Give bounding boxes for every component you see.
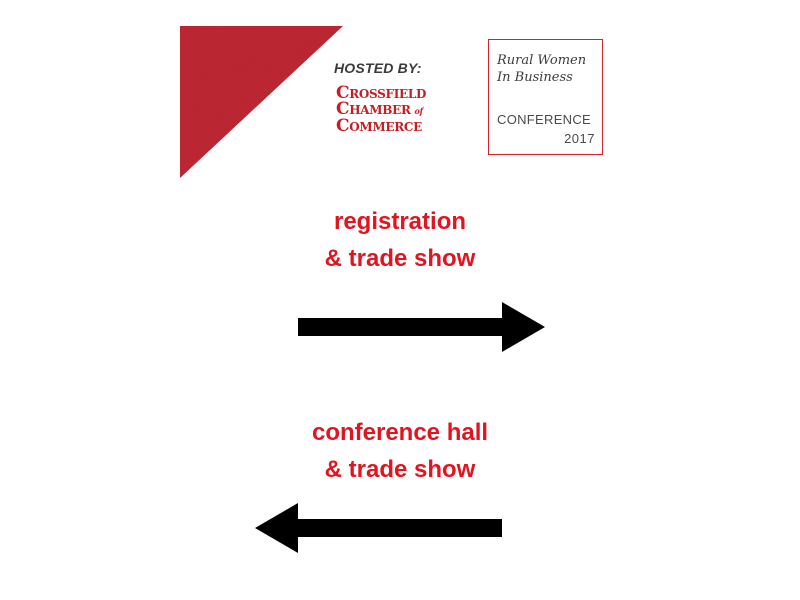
conference-label: CONFERENCE [497,112,592,127]
sign-line-1: conference hall [311,419,489,446]
right-arrow-icon [298,302,545,352]
conference-year: 2017 [564,131,595,146]
logo-line-3: COMMERCE [336,116,422,136]
logo-line-1: CROSSFIELD [336,83,427,103]
left-arrow-icon [255,503,502,553]
sign-line-2: & trade show [324,456,476,483]
sign-line-1: registration [333,208,467,235]
conference-hall-sign: conference hall & trade show [0,414,800,488]
sign-line-2: & trade show [324,245,476,272]
conference-title: Rural Women In Business [497,53,587,85]
corner-triangle-graphic [180,26,343,178]
hosted-by-label: HOSTED BY: [334,60,422,76]
chamber-of-commerce-logo: CROSSFIELD CHAMBER of COMMERCE [336,83,431,136]
registration-sign: registration & trade show [0,203,800,277]
logo-line-2: CHAMBER of [336,99,423,119]
conference-badge: Rural Women In Business CONFERENCE 2017 [488,39,603,155]
